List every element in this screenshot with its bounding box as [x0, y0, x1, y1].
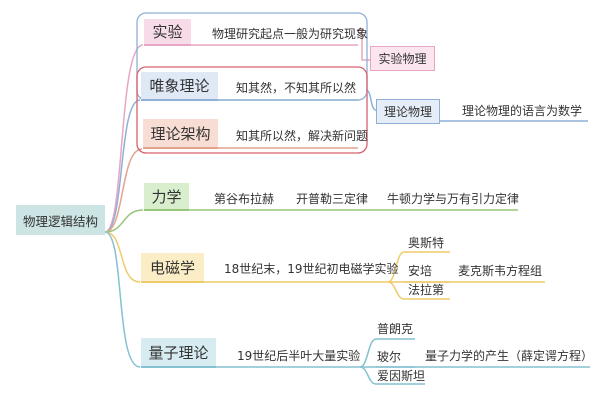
connector-group-shiyan — [357, 29, 370, 61]
liangzi-person-0: 普朗克 — [377, 322, 414, 336]
lixue-item-0: 第谷布拉赫 — [214, 192, 275, 206]
connector-liangzi-einstein — [359, 366, 425, 385]
group-outline-blue — [136, 12, 368, 101]
desc-jiagou: 知其所以然，解决新问题 — [236, 129, 369, 143]
connector-root-liangzi — [104, 231, 141, 368]
desc-dianci: 18世纪末，19世纪初电磁学实验 — [224, 262, 399, 276]
dianci-person-2: 法拉第 — [408, 283, 445, 297]
node-liangzi[interactable]: 量子理论 — [141, 338, 216, 368]
group-shiyan-wuli[interactable]: 实验物理 — [370, 46, 435, 71]
desc-lilun-wuli: 理论物理的语言为数学 — [462, 104, 583, 118]
desc-weixiang: 知其然，不知其所以然 — [236, 81, 357, 95]
node-weixiang[interactable]: 唯象理论 — [141, 72, 218, 101]
node-dianci[interactable]: 电磁学 — [141, 253, 204, 283]
dianci-person-0: 奥斯特 — [408, 236, 445, 250]
connector-dianci-faraday — [387, 281, 450, 300]
liangzi-result: 量子力学的产生（薛定谔方程） — [425, 349, 594, 363]
lixue-item-1: 开普勒三定律 — [296, 192, 369, 206]
dianci-person-1: 安培 — [408, 264, 433, 278]
connector-root-jiagou — [104, 148, 143, 233]
desc-liangzi: 19世纪后半叶大量实验 — [237, 349, 361, 363]
connector-root-weixiang — [104, 99, 141, 233]
node-jiagou[interactable]: 理论架构 — [143, 119, 218, 149]
desc-shiyan: 物理研究起点一般为研究现象 — [212, 27, 369, 41]
root-node[interactable]: 物理逻辑结构 — [16, 205, 105, 235]
lixue-item-2: 牛顿力学与万有引力定律 — [387, 192, 520, 206]
liangzi-person-2: 爱因斯坦 — [377, 369, 426, 383]
connector-root-shiyan — [104, 44, 144, 233]
node-shiyan[interactable]: 实验 — [144, 19, 191, 46]
node-lixue[interactable]: 力学 — [144, 183, 189, 211]
dianci-result: 麦克斯韦方程组 — [458, 264, 543, 278]
connector-root-dianci — [104, 231, 141, 283]
connector-root-lixue — [104, 209, 144, 233]
group-outline-red — [136, 66, 368, 154]
group-lilun-wuli[interactable]: 理论物理 — [376, 99, 440, 124]
liangzi-person-1: 玻尔 — [377, 350, 402, 364]
